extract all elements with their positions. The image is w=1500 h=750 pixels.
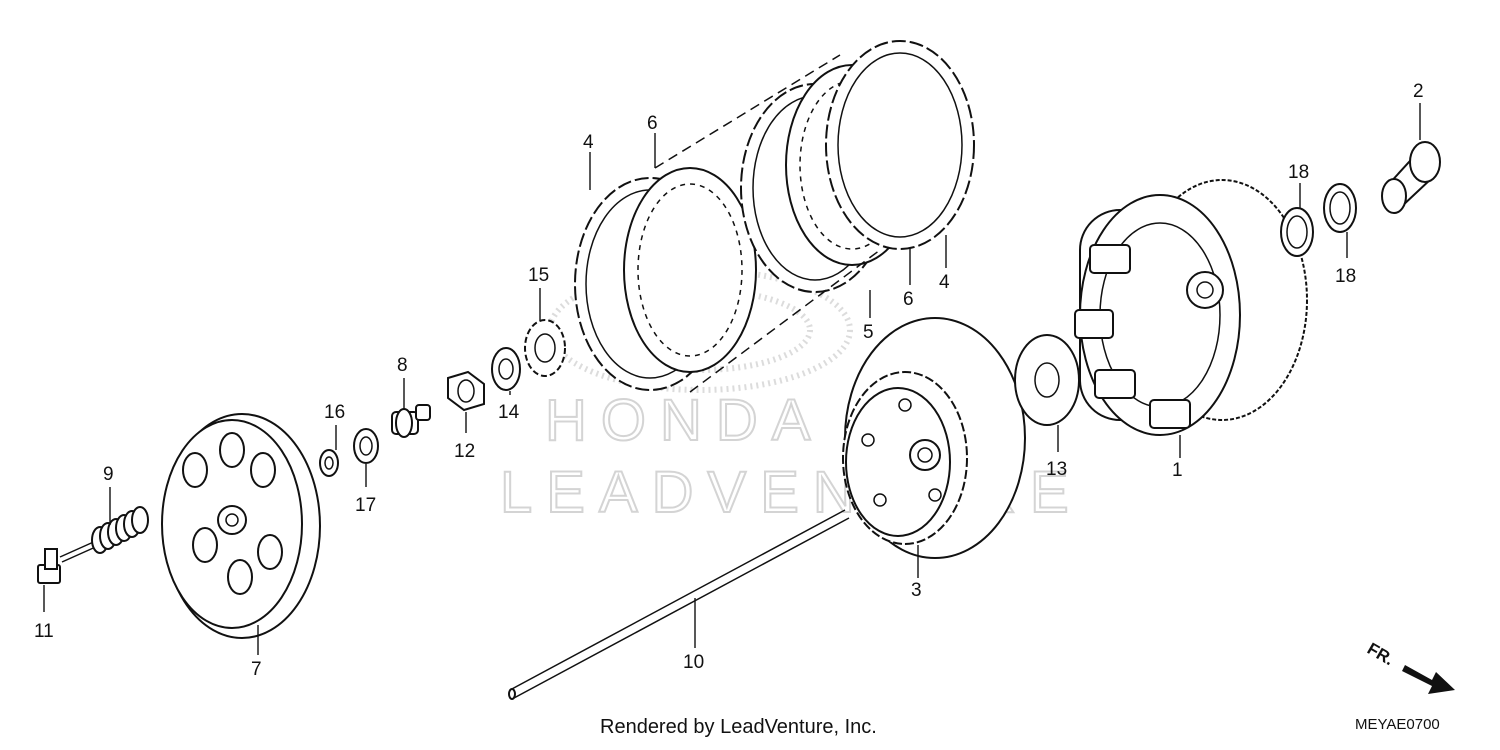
callout-14: 14: [498, 402, 520, 423]
callout-3: 3: [911, 580, 922, 601]
callout-4a: 4: [583, 132, 594, 153]
callout-15: 15: [528, 265, 549, 286]
callout-2: 2: [1413, 81, 1424, 102]
diagram-code: MEYAE0700: [1355, 716, 1440, 733]
callout-18a: 18: [1288, 162, 1309, 183]
part-lifter-piece: [391, 404, 431, 438]
part-thrust-washer: [1014, 334, 1080, 426]
callout-9: 9: [103, 464, 114, 485]
part-clutch-plate-6a: [623, 167, 757, 373]
callout-5: 5: [863, 322, 874, 343]
watermark-brand: HONDA: [545, 388, 824, 453]
front-direction-label: FR.: [1364, 639, 1397, 669]
callout-4b: 4: [939, 272, 950, 293]
part-lifter-rod: [508, 509, 850, 700]
part-bolt: [37, 539, 101, 584]
part-lock-nut: [447, 370, 485, 412]
part-bearing: [353, 428, 379, 464]
part-pressure-plate: [161, 413, 321, 639]
front-direction-indicator: FR.: [1364, 639, 1455, 694]
callout-6a: 6: [647, 113, 658, 134]
front-direction-arrow-icon: [1402, 665, 1455, 694]
callout-11: 11: [34, 621, 54, 642]
callout-10: 10: [683, 652, 704, 673]
render-credit: Rendered by LeadVenture, Inc.: [600, 716, 877, 738]
part-clutch-outer: [1074, 179, 1308, 436]
callout-17: 17: [355, 495, 376, 516]
callout-1: 1: [1172, 460, 1183, 481]
part-collar: [1381, 141, 1441, 214]
part-washer-small: [319, 449, 339, 477]
callout-13: 13: [1046, 459, 1067, 480]
part-clutch-center: [842, 317, 1026, 559]
part-needle-bearing-a: [1280, 207, 1314, 257]
callout-12: 12: [454, 441, 475, 462]
part-washer-medium: [491, 347, 521, 391]
callout-18b: 18: [1335, 266, 1356, 287]
part-friction-disk-4b: [825, 40, 975, 250]
part-clutch-spring: [91, 506, 149, 554]
leader-lines: [43, 103, 1421, 655]
callout-7: 7: [251, 659, 262, 680]
callout-16: 16: [324, 402, 345, 423]
callout-8: 8: [397, 355, 408, 376]
callout-numbers: 1 2 3 4 4 5 6 6 7 8 9 10 11 12 13 14 15 …: [34, 81, 1424, 680]
part-needle-bearing-b: [1323, 183, 1357, 233]
callout-6b: 6: [903, 289, 914, 310]
part-spring-seat: [524, 319, 566, 377]
